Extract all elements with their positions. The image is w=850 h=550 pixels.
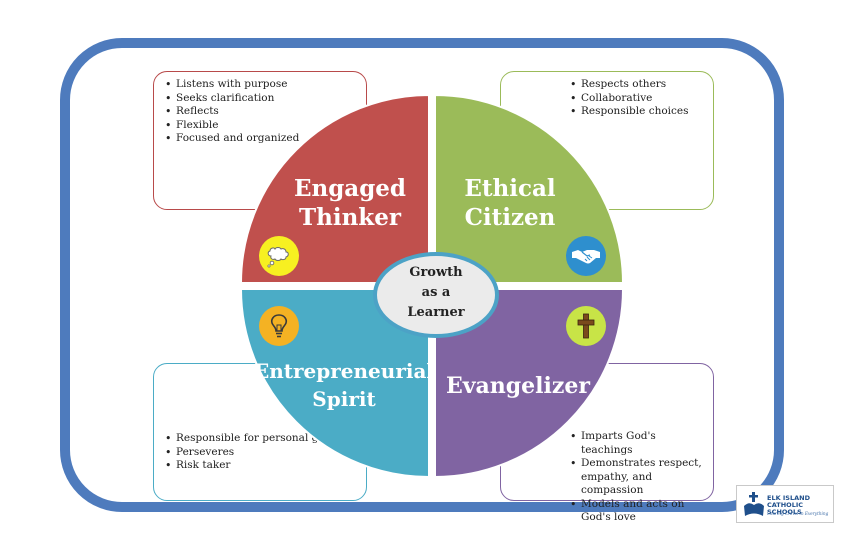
quadrant-ethical-citizen [434, 93, 625, 284]
list-item: Listens with purpose [165, 78, 360, 92]
evangelizer-title: Evangelizer [438, 372, 598, 401]
logo-line-1: ELK ISLAND [767, 494, 810, 502]
list-item: Reflects [165, 105, 360, 119]
logo-line-2: CATHOLIC SCHOOLS [767, 501, 804, 516]
engaged-thinker-box: Listens with purpose Seeks clarification… [153, 71, 367, 210]
title-line: Ethical [464, 175, 556, 202]
list-item: Responsible choices [570, 105, 707, 119]
title-line: Evangelizer [446, 373, 590, 399]
center-ellipse [373, 252, 499, 338]
list-item: Models and acts on God's love [570, 498, 707, 525]
entrepreneurial-spirit-title: Entrepreneurial Spirit [246, 357, 442, 413]
ethical-citizen-title: Ethical Citizen [440, 174, 580, 232]
school-crest-icon [744, 492, 764, 516]
cross-icon [566, 306, 606, 346]
list-item: Imparts God's teachings [570, 430, 707, 457]
elk-island-logo: ELK ISLAND CATHOLIC SCHOOLS Sharing Chri… [736, 485, 834, 523]
list-item: Seeks clarification [165, 92, 360, 106]
title-line: Spirit [312, 387, 376, 411]
title-line: Engaged [293, 175, 407, 202]
engaged-thinker-list: Listens with purpose Seeks clarification… [160, 78, 360, 146]
list-item: Responsible for personal goals [165, 432, 360, 446]
list-item: Risk taker [165, 459, 360, 473]
evangelizer-list: Imparts God's teachings Demonstrates res… [565, 430, 707, 525]
ethical-citizen-list: Respects others Collaborative Responsibl… [565, 78, 707, 119]
entrepreneurial-spirit-list: Responsible for personal goals Persevere… [160, 432, 360, 473]
list-item: Perseveres [165, 446, 360, 460]
title-line: Thinker [299, 204, 401, 231]
thought-bubble-icon [259, 236, 299, 276]
list-item: Focused and organized [165, 132, 360, 146]
center-label: Growth as a Learner [383, 263, 489, 323]
logo-tagline: Sharing Christ in Everything [767, 511, 829, 516]
title-line: Entrepreneurial [253, 359, 435, 383]
quadrant-engaged-thinker [239, 93, 430, 284]
title-line: Citizen [464, 204, 556, 231]
center-line: Growth [409, 265, 463, 280]
list-item: Demonstrates respect, empathy, and compa… [570, 457, 707, 498]
center-line: Learner [407, 305, 465, 320]
list-item: Respects others [570, 78, 707, 92]
lightbulb-icon [259, 306, 299, 346]
handshake-icon [566, 236, 606, 276]
engaged-thinker-title: Engaged Thinker [270, 174, 430, 232]
center-line: as a [421, 285, 451, 300]
list-item: Collaborative [570, 92, 707, 106]
list-item: Flexible [165, 119, 360, 133]
